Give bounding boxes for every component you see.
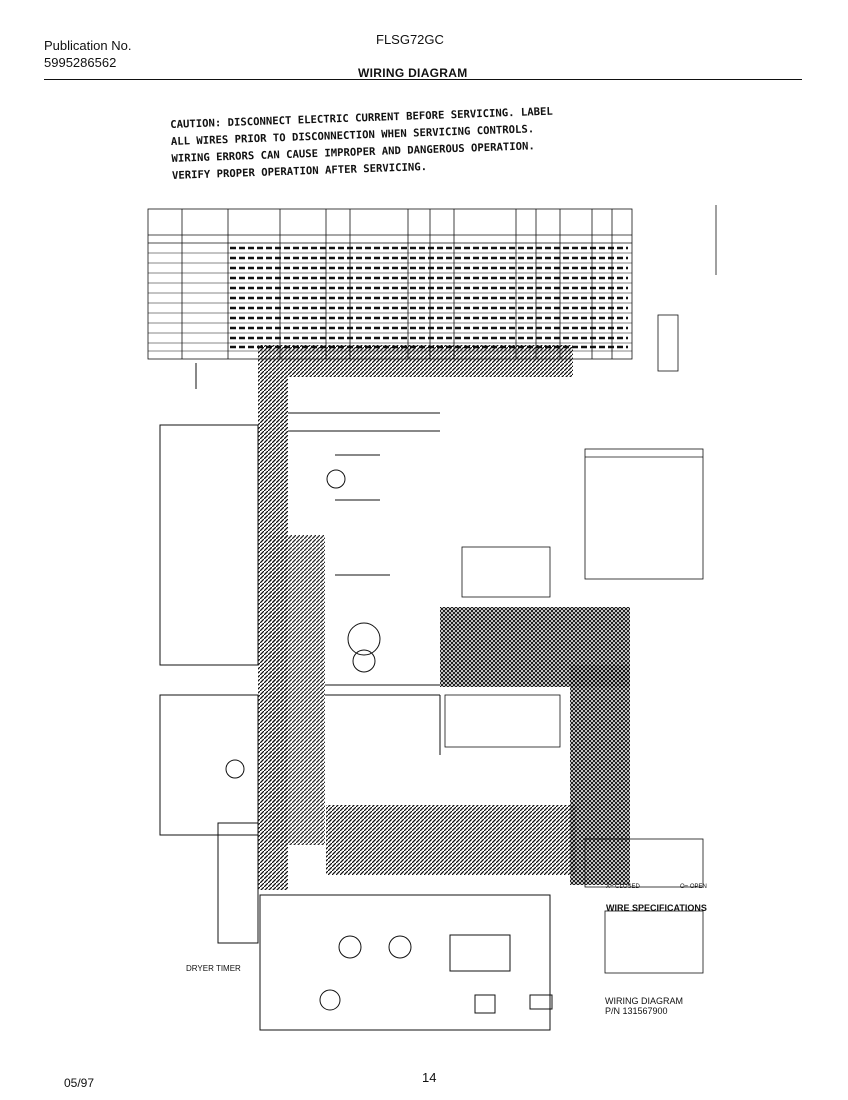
publication-label: Publication No. [44, 38, 132, 53]
page-number: 14 [422, 1070, 437, 1085]
dryer-timer-label: DRYER TIMER [186, 964, 241, 973]
closed-label: X= CLOSED [606, 884, 640, 890]
legend-block [444, 205, 717, 974]
part-number: P/N 131567900 [605, 1006, 668, 1016]
open-label: O= OPEN [680, 884, 707, 890]
publication-number: 5995286562 [44, 55, 117, 70]
wire-specifications-title: WIRE SPECIFICATIONS [606, 903, 707, 913]
diagram-name: WIRING DIAGRAM [605, 996, 683, 1006]
wiring-diagram [147, 205, 717, 1031]
wire-harness [258, 345, 630, 890]
timer-sequence-chart [147, 208, 633, 360]
model-number: FLSG72GC [376, 32, 444, 47]
caution-notice: CAUTION: DISCONNECT ELECTRIC CURRENT BEF… [170, 100, 672, 185]
circuit-lines [159, 363, 553, 1031]
section-title: WIRING DIAGRAM [358, 66, 468, 80]
footer-date: 05/97 [64, 1076, 95, 1090]
header-rule [44, 79, 802, 80]
diagram-label: WIRING DIAGRAM P/N 131567900 [605, 996, 683, 1016]
